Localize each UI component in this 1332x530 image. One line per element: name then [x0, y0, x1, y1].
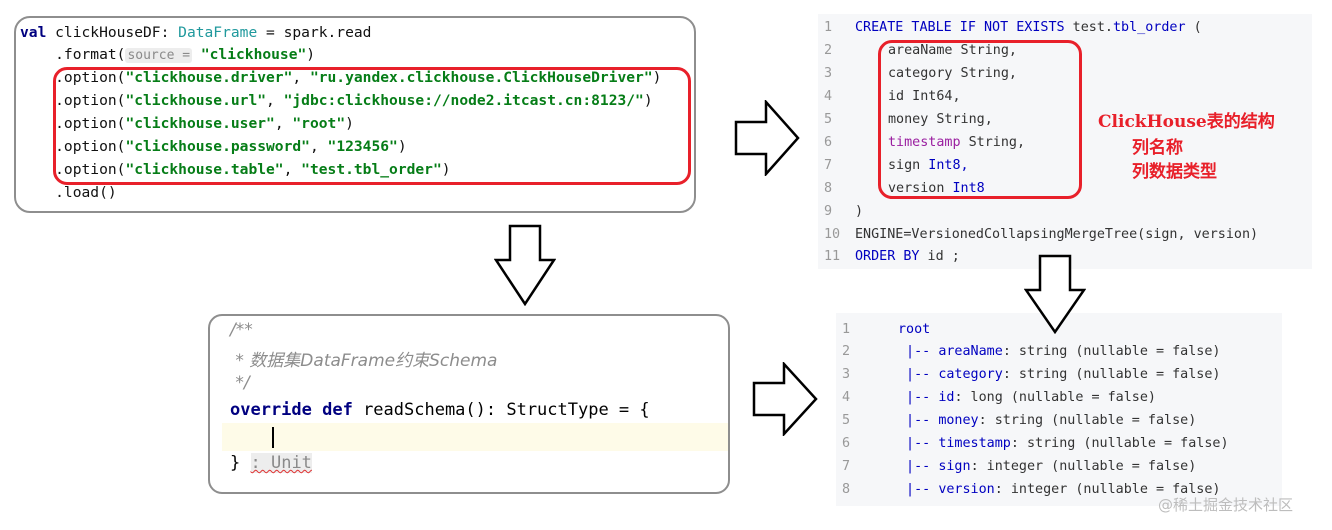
doc-comment-open: /** — [230, 320, 253, 340]
text-cursor — [272, 427, 274, 448]
code-option-line: .option("clickhouse.url", "jdbc:clickhou… — [20, 92, 653, 109]
current-line-highlight — [222, 423, 728, 451]
code-line-load: .load() — [20, 184, 117, 201]
doc-comment-close: */ — [230, 373, 250, 393]
code-option-line: .option("clickhouse.user", "root") — [20, 115, 354, 132]
arrow-down-icon — [1024, 254, 1086, 334]
arrow-right-icon — [734, 100, 800, 176]
read-schema-panel: /** * 数据集DataFrame约束Schema */ override d… — [208, 314, 730, 494]
doc-comment-body: * 数据集DataFrame约束Schema — [230, 351, 498, 371]
code-line-1: val clickHouseDF: DataFrame = spark.read — [20, 24, 372, 41]
code-line-2: .format(source = "clickhouse") — [20, 46, 316, 63]
method-signature: override def readSchema(): StructType = … — [230, 400, 650, 420]
annotation-column-name: 列名称 — [1132, 138, 1183, 158]
options-highlight-box — [53, 67, 691, 185]
annotation-table-structure: ClickHouse表的结构 — [1098, 112, 1275, 132]
parameter-hint: source = — [125, 48, 193, 63]
code-option-line: .option("clickhouse.password", "123456") — [20, 138, 407, 155]
arrow-down-icon — [494, 224, 556, 306]
method-close: } : Unit — [230, 453, 312, 473]
annotation-column-type: 列数据类型 — [1132, 162, 1217, 182]
scala-code-panel: val clickHouseDF: DataFrame = spark.read… — [14, 16, 696, 213]
columns-highlight-box — [878, 40, 1082, 199]
arrow-right-icon — [752, 362, 818, 436]
watermark: @稀土掘金技术社区 — [1158, 496, 1294, 514]
code-option-line: .option("clickhouse.driver", "ru.yandex.… — [20, 69, 662, 86]
code-option-line: .option("clickhouse.table", "test.tbl_or… — [20, 161, 451, 178]
type-hint: : Unit — [250, 453, 312, 473]
